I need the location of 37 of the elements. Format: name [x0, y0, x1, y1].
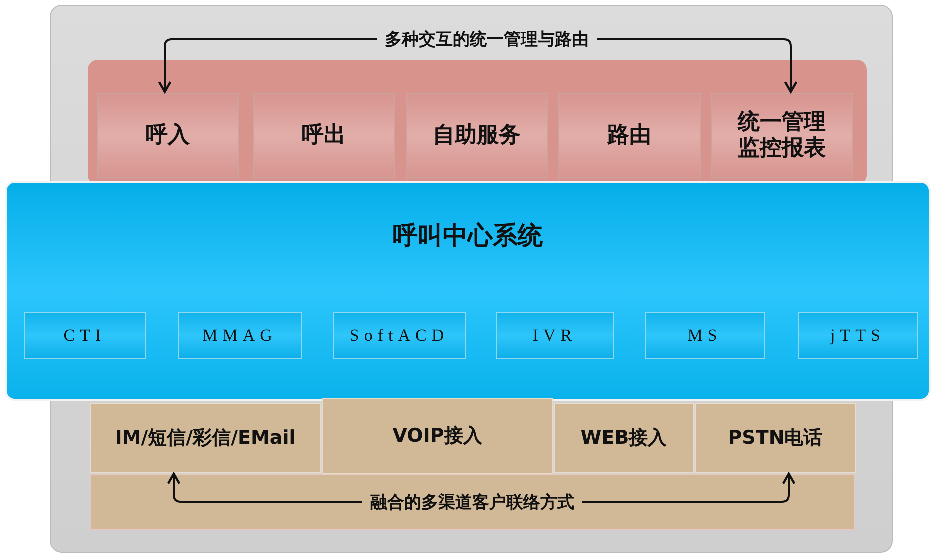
box-label: WEB接入 — [580, 426, 668, 451]
system-title: 呼叫中心系统 — [393, 220, 543, 252]
function-box — [558, 93, 701, 178]
module-box — [798, 312, 918, 359]
box-label: IVR — [532, 326, 578, 346]
box-label: MS — [688, 326, 722, 346]
box-label: jTTS — [830, 326, 886, 346]
function-box — [253, 93, 395, 178]
system-panel — [5, 181, 931, 401]
arrow — [582, 472, 796, 503]
arrow — [158, 38, 377, 94]
box-label: MMAG — [202, 326, 278, 346]
box-label: CTI — [64, 326, 106, 346]
arrow — [167, 472, 362, 503]
arrow — [597, 38, 798, 94]
module-box — [178, 312, 302, 359]
channel-box — [322, 398, 553, 474]
channel-box — [90, 403, 321, 473]
box-label: 自助服务 — [433, 122, 521, 148]
heading-text: 多种交互的统一管理与路由 — [385, 28, 589, 51]
module-box — [24, 312, 146, 359]
box-label: VOIP接入 — [392, 424, 482, 449]
module-box — [496, 312, 614, 359]
module-box — [645, 312, 765, 359]
box-label: IM/短信/彩信/EMail — [115, 426, 296, 451]
function-box — [711, 93, 853, 178]
function-box — [97, 93, 239, 178]
box-label: 呼入 — [146, 122, 190, 148]
box-label: 统一管理监控报表 — [736, 110, 827, 162]
box-label: 融合的多渠道客户联络方式 — [370, 492, 574, 514]
channel-band — [90, 474, 855, 530]
module-box — [333, 312, 466, 359]
function-box — [406, 93, 548, 178]
box-label: PSTN电话 — [728, 426, 823, 451]
box-label: 呼出 — [302, 122, 346, 148]
box-label: 路由 — [608, 122, 652, 148]
box-label: SoftACD — [350, 326, 450, 346]
